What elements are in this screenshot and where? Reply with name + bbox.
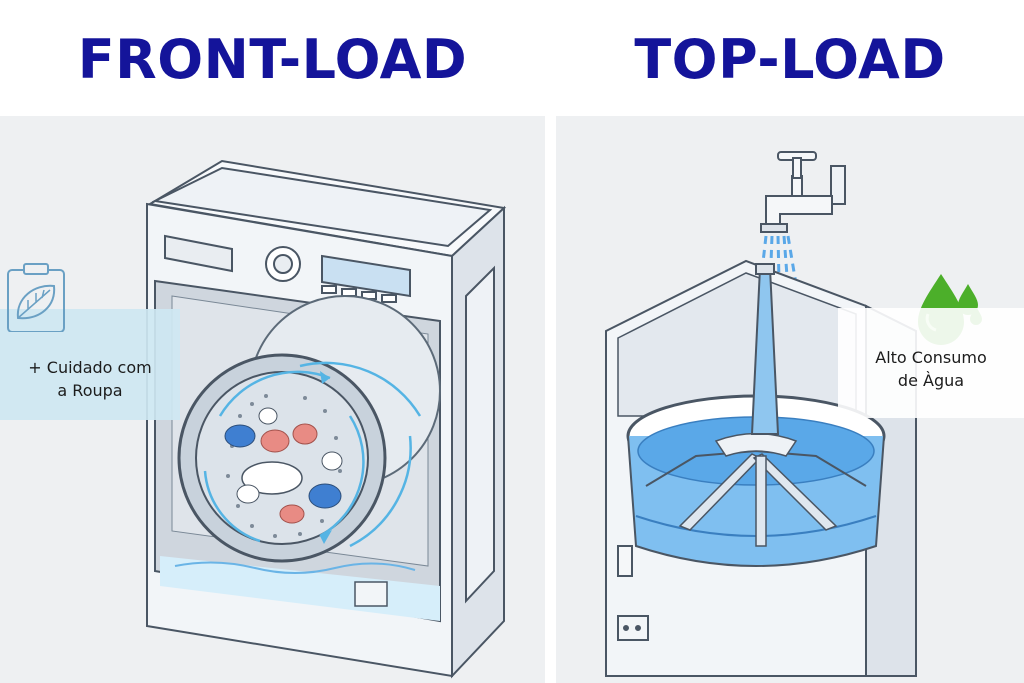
front-load-callout-text: + Cuidado com a Roupa bbox=[0, 356, 180, 402]
washer-tub bbox=[626, 394, 886, 567]
top-load-callout-text: Alto Consumo de Àgua bbox=[838, 346, 1024, 392]
washer-drum bbox=[177, 295, 441, 563]
top-load-callout: Alto Consumo de Àgua bbox=[838, 308, 1024, 418]
agitator bbox=[750, 263, 780, 435]
faucet-icon bbox=[760, 151, 846, 233]
callout-line-1: + Cuidado com bbox=[28, 358, 152, 377]
callout-line-1: Alto Consumo bbox=[875, 348, 987, 367]
callout-line-2: de Àgua bbox=[897, 371, 965, 390]
leaf-clipboard-icon bbox=[7, 263, 65, 332]
top-load-washer-illustration bbox=[605, 151, 982, 677]
top-load-title: TOP-LOAD bbox=[634, 28, 946, 91]
callout-line-2: a Roupa bbox=[57, 381, 123, 400]
filter-door bbox=[354, 581, 388, 607]
rotation-arrows bbox=[203, 361, 422, 548]
front-load-title: FRONT-LOAD bbox=[77, 28, 468, 91]
control-panel bbox=[164, 234, 411, 303]
top-load-panel: Alto Consumo de Àgua bbox=[556, 116, 1024, 683]
front-load-panel: + Cuidado com a Roupa bbox=[0, 116, 545, 683]
front-load-callout: + Cuidado com a Roupa bbox=[0, 263, 180, 420]
front-load-washer-illustration bbox=[146, 159, 507, 679]
